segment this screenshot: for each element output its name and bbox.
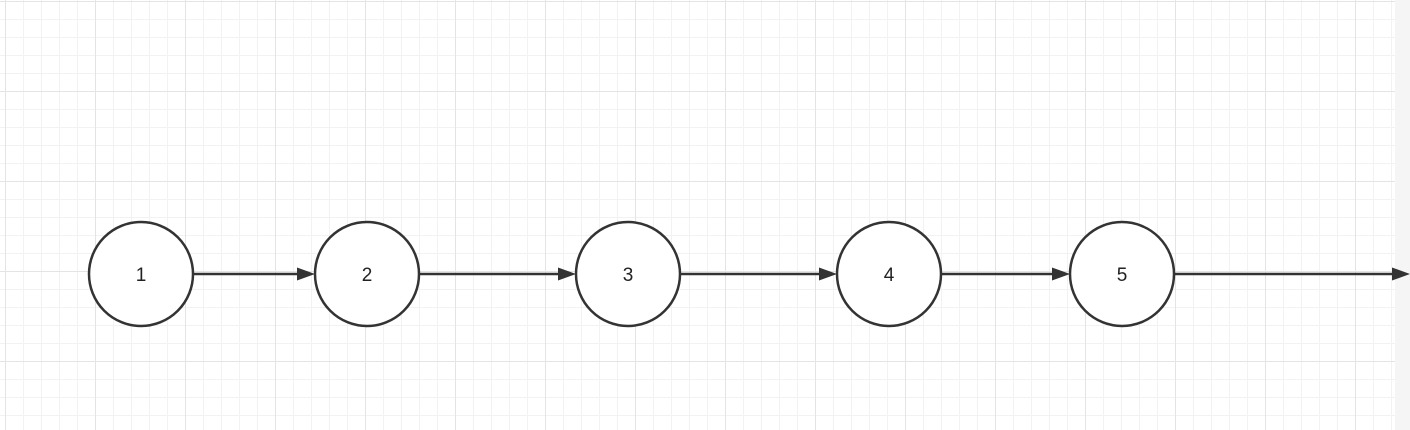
canvas-edge-strip (1395, 0, 1410, 430)
node-circle (313, 220, 421, 328)
node-circle (835, 220, 943, 328)
edge-n2-n3[interactable] (419, 267, 576, 281)
node-4[interactable]: 4 (835, 220, 943, 328)
arrowhead-icon (1392, 267, 1410, 281)
nodes-layer: 1 2 3 4 5 (87, 220, 1176, 328)
arrowhead-icon (819, 267, 837, 281)
edge-n5-offscreen[interactable] (1174, 267, 1410, 281)
edges-layer (193, 267, 1410, 281)
node-label: 5 (1117, 265, 1128, 286)
edge-n1-n2[interactable] (193, 267, 315, 281)
node-label: 1 (136, 265, 147, 286)
node-circle (1068, 220, 1176, 328)
node-5[interactable]: 5 (1068, 220, 1176, 328)
arrowhead-icon (297, 267, 315, 281)
arrowhead-icon (558, 267, 576, 281)
edge-n4-n5[interactable] (941, 267, 1070, 281)
node-3[interactable]: 3 (574, 220, 682, 328)
node-label: 3 (623, 265, 634, 286)
node-circle (574, 220, 682, 328)
arrowhead-icon (1052, 267, 1070, 281)
edge-n3-n4[interactable] (680, 267, 837, 281)
node-circle (87, 220, 195, 328)
node-1[interactable]: 1 (87, 220, 195, 328)
node-label: 2 (362, 265, 373, 286)
node-2[interactable]: 2 (313, 220, 421, 328)
node-label: 4 (884, 265, 895, 286)
